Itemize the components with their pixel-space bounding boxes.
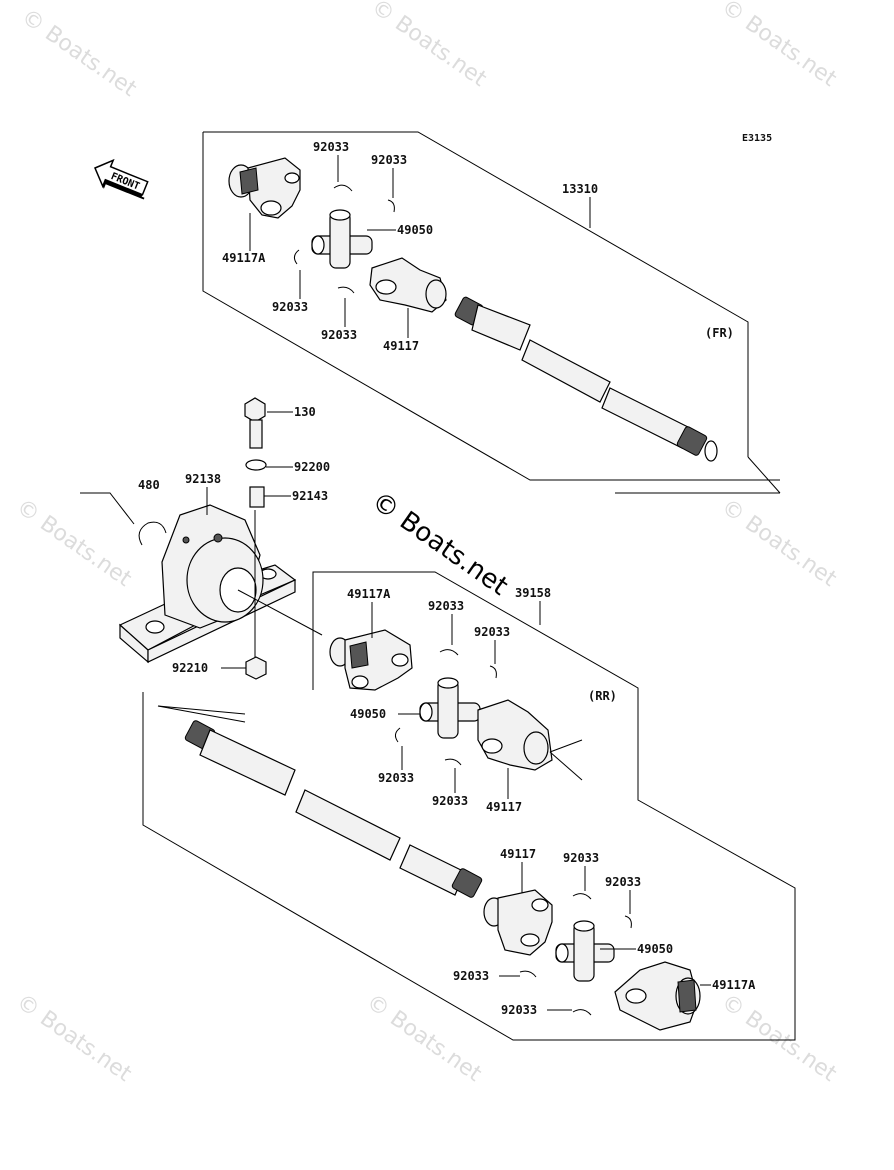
- washer-label: 92200: [294, 460, 330, 474]
- front-yoke-a: [228, 157, 301, 219]
- rear-cross-top: [419, 677, 481, 739]
- watermark: © Boats.net: [367, 0, 492, 92]
- front-yoke-a-label: 49117A: [222, 251, 266, 265]
- rear-cross-bottom: [555, 920, 615, 982]
- rear-ring-2-label: 92033: [474, 625, 510, 639]
- watermark: © Boats.net: [717, 989, 842, 1087]
- watermark: © Boats.net: [362, 989, 487, 1087]
- front-ring-br: [337, 286, 355, 294]
- housing-label: 92138: [185, 472, 221, 486]
- rear-ring-6-label: 92033: [605, 875, 641, 889]
- front-yoke: [369, 257, 447, 313]
- rear-position-label: (RR): [588, 689, 617, 703]
- watermark: © Boats.net: [717, 0, 842, 92]
- rear-yoke-a-bottom: [614, 961, 701, 1031]
- front-position-label: (FR): [705, 326, 734, 340]
- rear-yoke-bottom-label: 49117: [500, 847, 536, 861]
- rear-ring-8: [572, 1009, 592, 1016]
- front-ring-br-label: 92033: [321, 328, 357, 342]
- watermark: © Boats.net: [12, 494, 137, 592]
- front-ring-bl-label: 92033: [272, 300, 308, 314]
- front-ring-tl: [333, 184, 353, 192]
- rear-shaft-group: 39158 (RR) 49117A 92033 92033 92033 9203…: [142, 571, 796, 1041]
- bolt-label: 130: [294, 405, 316, 419]
- rear-ring-7: [519, 970, 537, 978]
- rear-ring-4-label: 92033: [432, 794, 468, 808]
- circlip: [138, 521, 167, 546]
- rear-yoke-bottom: [483, 889, 553, 956]
- front-ring-tl-label: 92033: [313, 140, 349, 154]
- diagram-code: E3135: [742, 133, 772, 144]
- rear-ring-1-label: 92033: [428, 599, 464, 613]
- circlip-label: 480: [138, 478, 160, 492]
- front-arrow-icon: FRONT: [94, 158, 149, 200]
- rear-yoke-a-top-label: 49117A: [347, 587, 391, 601]
- rear-ring-6: [624, 915, 632, 929]
- rear-yoke-a-bottom-label: 49117A: [712, 978, 756, 992]
- washer: [245, 459, 267, 471]
- watermark: © Boats.net: [17, 4, 142, 102]
- rear-shaft: [157, 705, 483, 898]
- front-cross-label: 49050: [397, 223, 433, 237]
- nut-label: 92210: [172, 661, 208, 675]
- rear-ring-7-label: 92033: [453, 969, 489, 983]
- collar-label: 92143: [292, 489, 328, 503]
- rear-yoke-a-top: [329, 629, 413, 691]
- rear-cross-top-label: 49050: [350, 707, 386, 721]
- front-shaft: [454, 296, 718, 462]
- rear-ring-5: [572, 893, 592, 900]
- front-ring-tr-label: 92033: [371, 153, 407, 167]
- rear-yoke-top: [477, 699, 553, 771]
- rear-yoke-top-label: 49117: [486, 800, 522, 814]
- rear-assembly-label: 39158: [515, 586, 551, 600]
- front-assembly-label: 13310: [562, 182, 598, 196]
- bearing-group: 130 92200 92143 480 92138: [80, 397, 330, 680]
- rear-cross-bottom-label: 49050: [637, 942, 673, 956]
- bearing-housing: [118, 504, 297, 664]
- front-cross: [311, 209, 373, 269]
- watermark: © Boats.net: [717, 494, 842, 592]
- watermark: © Boats.net: [12, 989, 137, 1087]
- front-ring-tr: [387, 199, 395, 213]
- front-shaft-group: 13310 (FR) 49117A 92033 92033 92033 9203…: [202, 131, 781, 494]
- rear-ring-8-label: 92033: [501, 1003, 537, 1017]
- collar: [249, 486, 265, 508]
- rear-ring-4: [444, 758, 462, 766]
- center-watermark: © Boats.net: [366, 486, 513, 602]
- front-ring-bl: [293, 249, 300, 265]
- front-yoke-label: 49117: [383, 339, 419, 353]
- nut: [245, 656, 267, 680]
- rear-ring-5-label: 92033: [563, 851, 599, 865]
- bolt: [244, 397, 266, 449]
- rear-ring-2: [489, 665, 497, 679]
- rear-ring-1: [439, 649, 459, 656]
- rear-ring-3: [394, 727, 401, 743]
- rear-ring-3-label: 92033: [378, 771, 414, 785]
